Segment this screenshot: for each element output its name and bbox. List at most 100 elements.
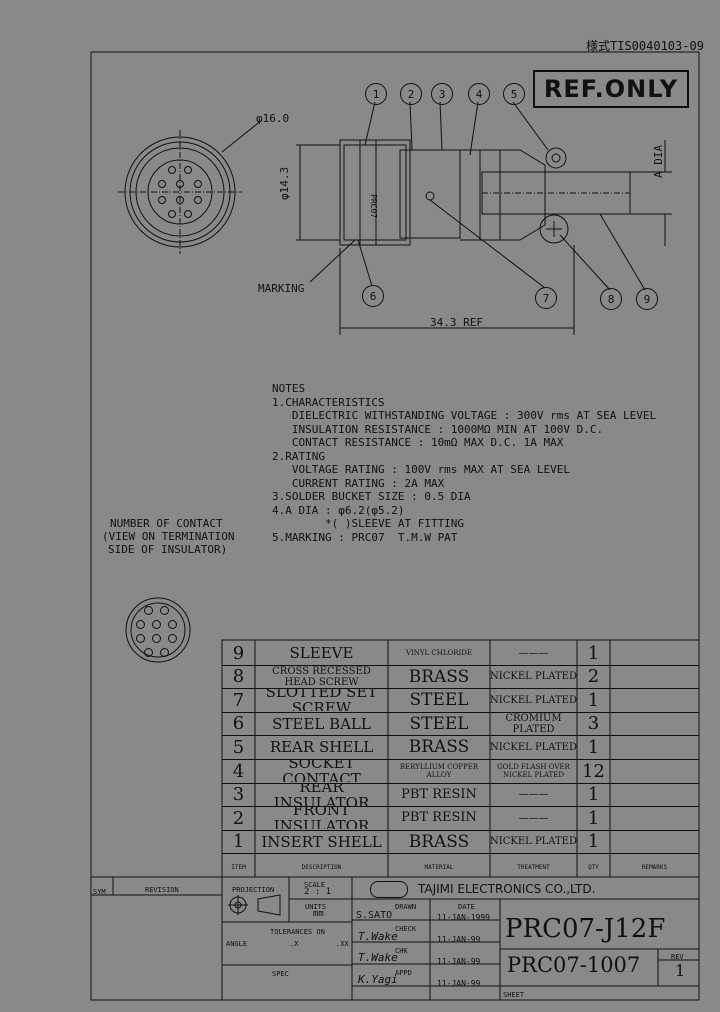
- tol-xx: .XX: [336, 940, 349, 948]
- parts-cell-item: 8: [232, 666, 245, 688]
- parts-cell-item: 1: [232, 831, 245, 853]
- note-line: 2.RATING: [272, 449, 325, 463]
- parts-cell-description: FRONT INSULATOR: [273, 807, 370, 830]
- ref-only-stamp: REF.ONLY: [533, 70, 689, 108]
- parts-cell-treatment: CROMIUM PLATED: [505, 712, 562, 735]
- note-line: 5.MARKING : PRC07 T.M.W PAT: [272, 530, 458, 544]
- contact-hole: [136, 620, 145, 629]
- chk-label: CHK: [395, 947, 408, 955]
- sheet-label: SHEET: [503, 991, 525, 999]
- contact-caption-line: SIDE OF INSULATOR): [108, 543, 228, 556]
- length-label: 34.3 REF: [430, 316, 483, 329]
- parts-cell-item: 2: [232, 807, 245, 829]
- parts-cell-material: VINYL CHLORIDE: [405, 649, 473, 657]
- parts-cell-treatment: NICKEL PLATED: [490, 694, 577, 706]
- parts-cell-material: BERYLLIUM COPPER ALLOY: [399, 763, 479, 779]
- appd-date: 11-JAN-99: [437, 979, 481, 988]
- pin-hole: [168, 210, 176, 218]
- parts-cell-material: BRASS: [408, 831, 470, 852]
- drawn-date: 11-JAN-1999: [437, 913, 490, 922]
- table-row: [222, 806, 699, 808]
- note-line: 4.A DIA : φ6.2(φ5.2): [272, 503, 405, 517]
- tolerances-label: TOLERANCES ON: [270, 928, 325, 936]
- parts-header-description: DESCRIPTION: [301, 863, 342, 871]
- note-line: 3.SOLDER BUCKET SIZE : 0.5 DIA: [272, 490, 471, 503]
- parts-cell-item: 4: [232, 760, 245, 782]
- pin-hole: [184, 166, 192, 174]
- parts-header-material: MATERIAL: [424, 863, 454, 871]
- check-by: T.Wake: [358, 930, 398, 943]
- contact-hole: [144, 648, 153, 657]
- company-logo: [370, 881, 408, 898]
- form-number: 様式TIS0040103-09: [586, 39, 704, 53]
- table-row: [222, 688, 699, 690]
- parts-cell-item: 3: [232, 784, 245, 806]
- projection-label: PROJECTION: [232, 886, 275, 894]
- parts-header-item: ITEM: [231, 863, 246, 871]
- table-row: [222, 735, 699, 737]
- parts-cell-description: SLEEVE: [289, 644, 354, 662]
- pin-hole: [168, 166, 176, 174]
- contact-caption: NUMBER OF CONTACT (VIEW ON TERMINATION S…: [102, 517, 234, 556]
- contact-hole: [152, 620, 161, 629]
- balloon-4: 4: [468, 83, 490, 105]
- parts-cell-qty: 1: [587, 831, 600, 853]
- note-line: 1.CHARACTERISTICS: [272, 395, 385, 409]
- check-date: 11-JAN-99: [437, 935, 481, 944]
- balloon-8: 8: [600, 288, 622, 310]
- note-line: *( )SLEEVE AT FITTING: [272, 517, 465, 530]
- parts-cell-qty: 3: [587, 713, 600, 735]
- parts-cell-material: STEEL: [409, 713, 469, 734]
- chk-date: 11-JAN-99: [437, 957, 481, 966]
- balloon-7: 7: [535, 287, 557, 309]
- table-row: [222, 711, 699, 713]
- date-label: DATE: [458, 903, 475, 911]
- contact-hole: [168, 634, 177, 643]
- parts-cell-treatment: GOLD FLASH OVER NICKEL PLATED: [497, 763, 570, 779]
- parts-cell-qty: 2: [587, 666, 600, 688]
- parts-cell-qty: 1: [587, 784, 600, 806]
- pin-hole: [176, 196, 184, 204]
- parts-cell-qty: 1: [587, 642, 600, 664]
- tol-x: .X: [290, 940, 299, 948]
- pin-hole: [158, 180, 166, 188]
- pin-hole: [158, 196, 166, 204]
- contact-hole: [152, 634, 161, 643]
- parts-cell-description: REAR SHELL: [269, 738, 374, 757]
- table-row: [222, 759, 699, 760]
- spec-label: SPEC: [272, 970, 289, 978]
- balloon-5: 5: [503, 83, 525, 105]
- marking-label: MARKING: [258, 282, 305, 295]
- pin-hole: [194, 180, 202, 188]
- note-line: NOTES: [272, 382, 306, 395]
- contact-hole: [136, 634, 145, 643]
- parts-cell-item: 7: [232, 689, 245, 711]
- balloon-6: 6: [362, 285, 384, 307]
- table-row: [222, 782, 699, 784]
- title-block-grid: [90, 876, 700, 1001]
- contact-hole: [144, 606, 153, 615]
- body-marking: PRC07: [369, 194, 378, 219]
- note-line: DIELECTRIC WITHSTANDING VOLTAGE : 300V r…: [272, 409, 657, 422]
- company-name: TAJIMI ELECTRONICS CO.,LTD.: [418, 882, 596, 896]
- side-view: [339, 139, 631, 246]
- parts-cell-treatment: ———: [518, 812, 549, 824]
- parts-cell-treatment: ———: [518, 647, 549, 659]
- pin-hole: [176, 180, 184, 188]
- drawn-by: S.SATO: [356, 910, 393, 921]
- parts-cell-material: STEEL: [409, 690, 469, 711]
- parts-cell-material: BRASS: [408, 737, 470, 758]
- table-row: [222, 829, 699, 831]
- balloon-3: 3: [431, 83, 453, 105]
- front-view: [118, 119, 263, 254]
- note-line: CONTACT RESISTANCE : 10mΩ MAX D.C. 1A MA…: [272, 436, 564, 449]
- units-label: UNITS: [305, 903, 327, 911]
- appd-by: K.Yagi: [358, 973, 398, 986]
- parts-header-qty: QTY: [588, 863, 599, 871]
- parts-cell-material: PBT RESIN: [401, 810, 477, 826]
- units-value: mm: [313, 909, 324, 919]
- parts-cell-qty: 1: [587, 807, 600, 829]
- pin-hole: [184, 210, 192, 218]
